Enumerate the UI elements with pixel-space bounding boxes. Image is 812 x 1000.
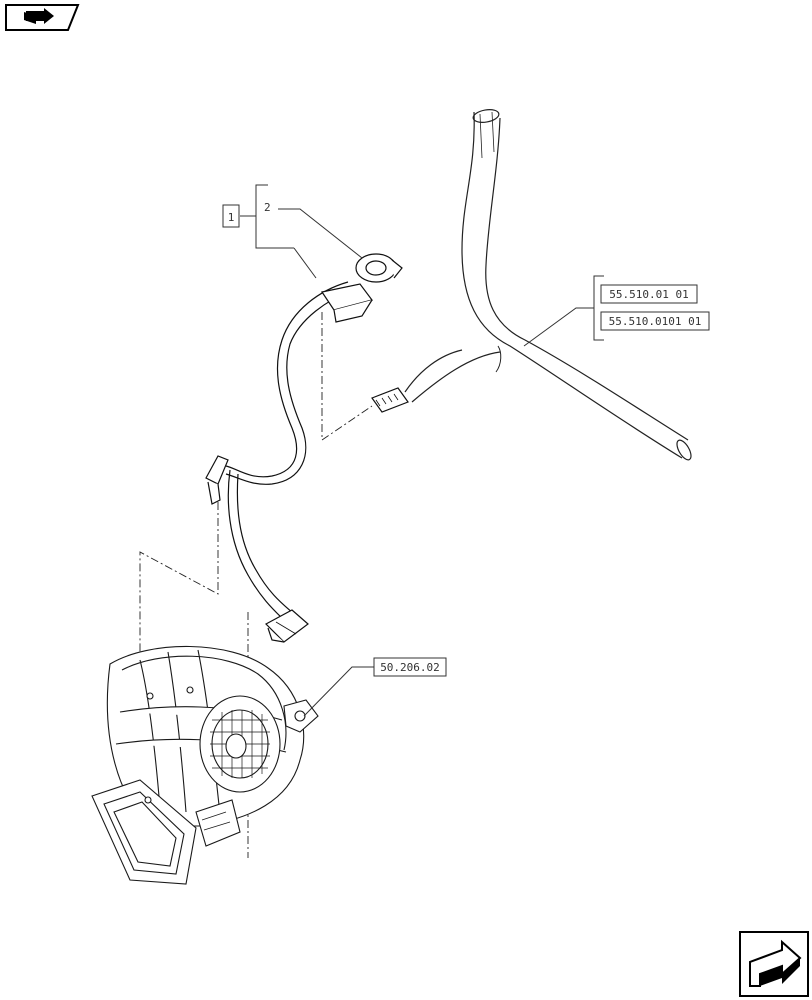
callout-item-2: 2	[264, 201, 363, 259]
callout-item-1-label: 1	[228, 211, 235, 224]
upper-connector	[321, 283, 374, 323]
callout-item-1[interactable]: 1	[222, 204, 240, 228]
next-page-arrow-icon[interactable]	[739, 931, 809, 997]
callout-ref-a[interactable]: 55.510.01 01	[600, 284, 698, 304]
callout-bracket	[240, 184, 317, 279]
lower-connector	[265, 609, 309, 643]
callout-ref-c-label: 50.206.02	[380, 661, 440, 674]
harness-connector	[371, 387, 409, 413]
main-harness	[404, 109, 692, 461]
blower-harness	[225, 281, 353, 623]
callout-ref-b[interactable]: 55.510.0101 01	[600, 311, 710, 331]
harness-clip	[205, 455, 229, 505]
grommet	[355, 253, 403, 283]
callout-ref-c[interactable]: 50.206.02	[303, 657, 447, 717]
book-arrow-icon[interactable]	[5, 4, 80, 31]
callout-item-2-label: 2	[264, 201, 271, 214]
callout-ref-bracket	[523, 275, 604, 347]
callout-ref-b-label: 55.510.0101 01	[609, 315, 702, 328]
callout-ref-a-label: 55.510.01 01	[609, 288, 688, 301]
blower-motor	[91, 645, 319, 885]
